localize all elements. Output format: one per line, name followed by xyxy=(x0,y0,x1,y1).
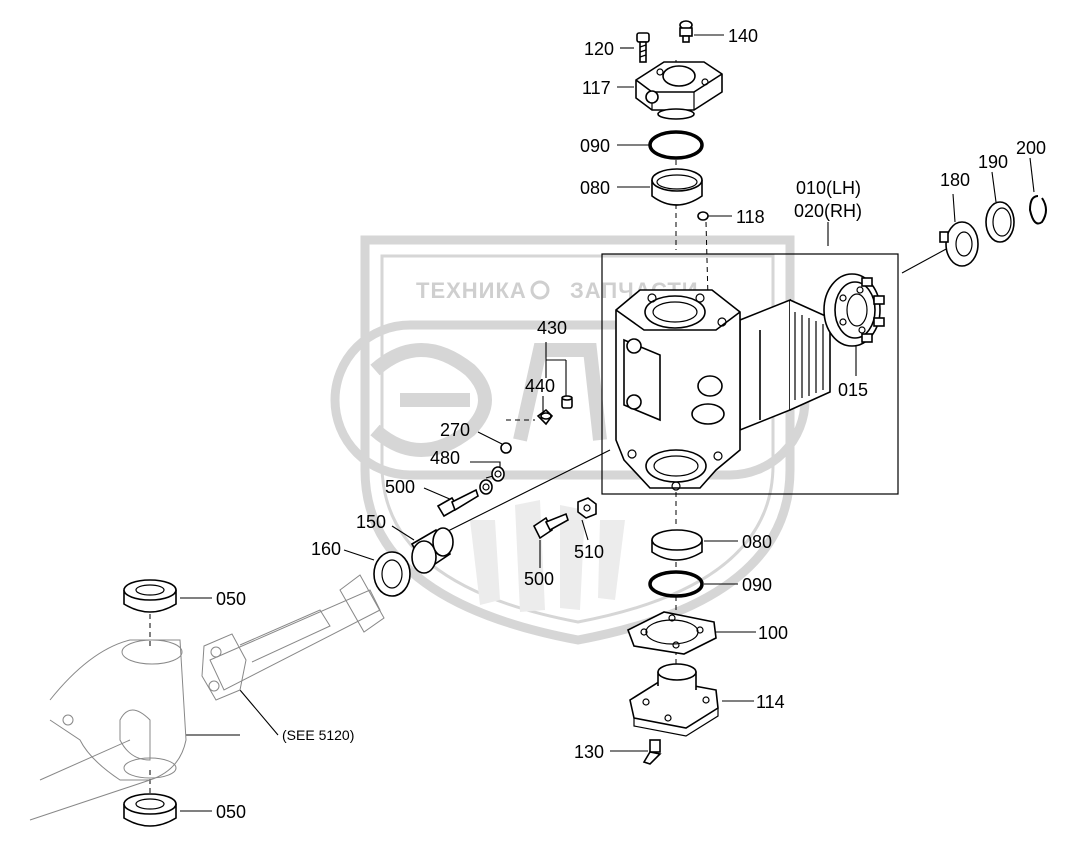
label-130: 130 xyxy=(574,742,604,762)
part-510-nut xyxy=(577,497,597,519)
label-510: 510 xyxy=(574,542,604,562)
part-117-upper-cap xyxy=(635,61,723,120)
part-440-bushing xyxy=(536,408,554,426)
label-500-middle: 500 xyxy=(524,569,554,589)
label-117: 117 xyxy=(582,78,611,98)
label-010-lh: 010(LH) xyxy=(796,178,861,198)
part-number-labels: 120 140 117 090 080 118 010(LH) 020(RH) … xyxy=(216,26,1046,822)
label-020-rh: 020(RH) xyxy=(794,201,862,221)
label-090-top: 090 xyxy=(580,136,610,156)
watermark-wheat-icon xyxy=(470,500,625,612)
label-120: 120 xyxy=(584,39,614,59)
part-500-bolt-middle xyxy=(532,512,569,540)
part-150-bushing xyxy=(410,527,454,574)
part-200-snap-ring xyxy=(1028,195,1047,225)
label-430: 430 xyxy=(537,318,567,338)
part-010-020-knuckle-housing xyxy=(615,289,831,491)
label-118: 118 xyxy=(736,207,765,227)
label-100: 100 xyxy=(758,623,788,643)
part-500-bolt-left xyxy=(436,488,479,518)
label-440: 440 xyxy=(525,376,555,396)
label-140: 140 xyxy=(728,26,758,46)
part-160-seal xyxy=(373,551,411,597)
part-270-plug xyxy=(500,442,512,454)
watermark-left-word: ТЕХНИКА xyxy=(416,278,527,303)
label-090-bottom: 090 xyxy=(742,575,772,595)
part-120-bolt xyxy=(636,32,650,63)
label-see-5120: (SEE 5120) xyxy=(282,727,354,743)
steering-knuckle-group-box xyxy=(601,253,899,495)
label-050-top: 050 xyxy=(216,589,246,609)
label-114: 114 xyxy=(756,692,785,712)
label-180: 180 xyxy=(940,170,970,190)
part-100-gasket xyxy=(626,611,717,655)
label-200: 200 xyxy=(1016,138,1046,158)
part-090-lower-o-ring xyxy=(648,570,704,598)
watermark-gear-icon xyxy=(530,280,550,300)
label-150: 150 xyxy=(356,512,386,532)
part-114-lower-cap xyxy=(629,663,719,737)
label-480: 480 xyxy=(430,448,460,468)
part-050-bearing-lower xyxy=(123,793,177,827)
label-270: 270 xyxy=(440,420,470,440)
label-015: 015 xyxy=(838,380,868,400)
label-080-bottom: 080 xyxy=(742,532,772,552)
leader-lines xyxy=(149,34,1035,812)
axle-housing-reference xyxy=(29,639,187,821)
label-080-top: 080 xyxy=(580,178,610,198)
part-130-grease-nipple xyxy=(642,739,662,765)
part-090-upper-o-ring xyxy=(648,130,704,160)
part-140-grease-nipple xyxy=(679,20,693,43)
drive-shaft-reference xyxy=(201,574,385,701)
label-050-bottom: 050 xyxy=(216,802,246,822)
part-080-lower-bushing xyxy=(651,529,703,561)
part-118-small-o-ring xyxy=(697,211,709,221)
part-050-bearing-upper xyxy=(123,579,177,613)
part-015-spider-ring xyxy=(823,273,885,347)
label-160: 160 xyxy=(311,539,341,559)
part-430-plug xyxy=(561,395,573,409)
part-180-thrust-washer xyxy=(939,221,979,267)
label-500-left: 500 xyxy=(385,477,415,497)
part-080-upper-bushing xyxy=(651,168,703,206)
label-190: 190 xyxy=(978,152,1008,172)
part-480-washers xyxy=(479,466,505,495)
part-190-shim-ring xyxy=(985,201,1015,243)
